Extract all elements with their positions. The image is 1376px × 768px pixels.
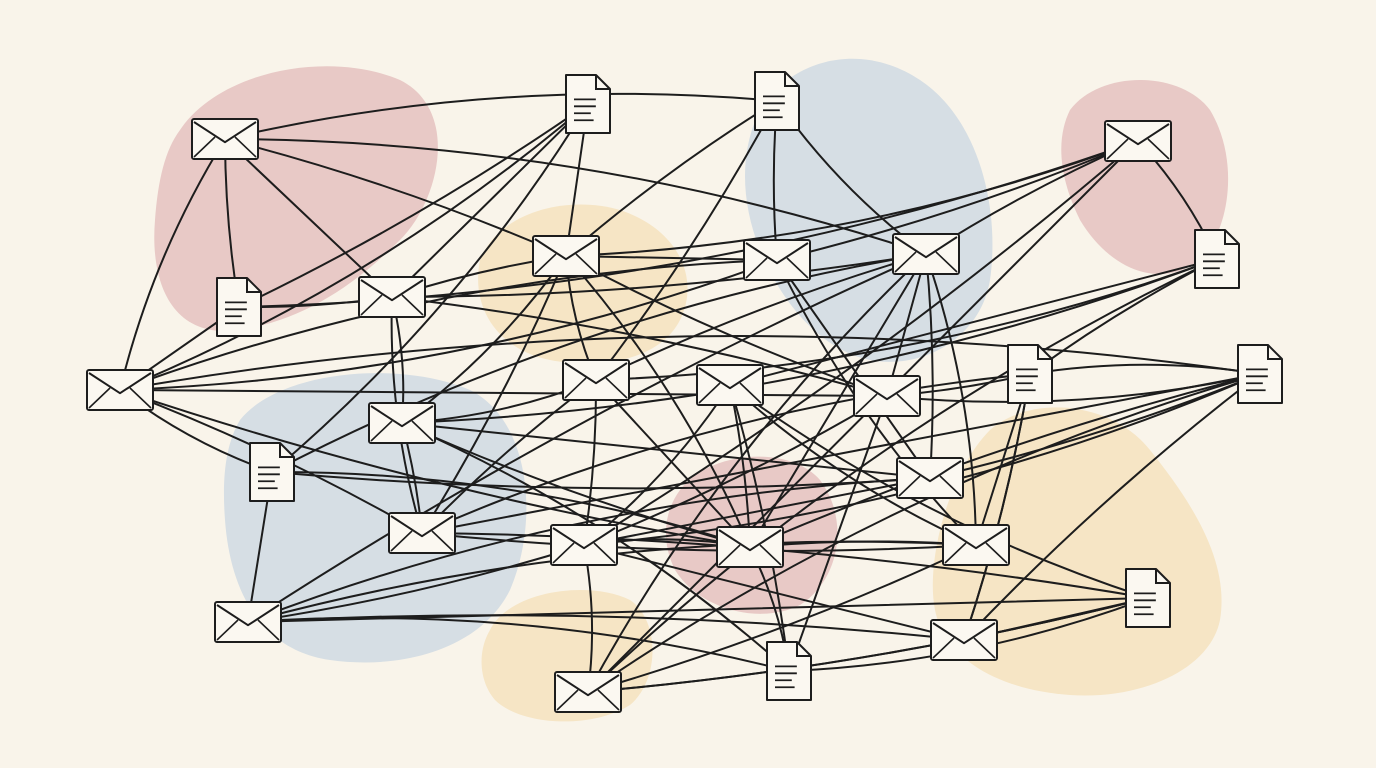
connection-line <box>271 103 589 473</box>
connection-line <box>119 259 778 391</box>
envelope-icon <box>86 369 154 411</box>
blob-red-top-right <box>1061 80 1229 275</box>
envelope-icon <box>743 239 811 281</box>
connection-line <box>247 253 927 623</box>
connection-line <box>421 373 1261 534</box>
connection-line <box>119 138 226 391</box>
envelope-icon <box>388 512 456 554</box>
connection-line <box>421 532 977 552</box>
envelope-icon <box>214 601 282 643</box>
connection-line <box>729 258 1218 386</box>
envelope-icon <box>716 526 784 568</box>
connection-line <box>401 422 751 548</box>
envelope-icon <box>1104 120 1172 162</box>
envelope-icon <box>562 359 630 401</box>
envelope-icon <box>532 235 600 277</box>
document-icon <box>766 641 812 701</box>
envelope-icon <box>930 619 998 661</box>
document-icon <box>249 442 295 502</box>
connection-line <box>583 477 931 546</box>
connection-line <box>401 258 1218 424</box>
connection-line <box>963 373 1261 641</box>
connection-line <box>271 470 751 548</box>
connection-line <box>587 597 1149 693</box>
envelope-icon <box>892 233 960 275</box>
connection-line <box>271 471 931 490</box>
connection-line <box>224 92 778 140</box>
connection-line <box>565 100 778 257</box>
connection-line <box>788 395 888 672</box>
connection-line <box>583 395 888 546</box>
connection-line <box>776 140 1139 261</box>
connection-line <box>119 259 778 391</box>
envelope-icon <box>368 402 436 444</box>
document-icon <box>1237 344 1283 404</box>
envelope-icon <box>191 118 259 160</box>
connection-line <box>925 253 977 546</box>
envelope-icon <box>696 364 764 406</box>
nodes <box>86 71 1283 713</box>
connection-line <box>391 253 927 298</box>
envelope-icon <box>942 524 1010 566</box>
connection-line <box>595 100 778 381</box>
connection-line <box>224 138 927 255</box>
connection-line <box>119 389 888 397</box>
connection-line <box>587 373 1261 693</box>
connection-line <box>583 544 965 641</box>
connection-line <box>929 373 1261 479</box>
connection-line <box>421 373 1031 534</box>
connection-line <box>1029 363 1261 375</box>
document-icon <box>1194 229 1240 289</box>
connection-line <box>583 140 1139 546</box>
connection-line <box>729 384 977 546</box>
envelope-icon <box>896 457 964 499</box>
connection-line <box>391 103 589 298</box>
connection-line <box>247 544 585 623</box>
connection-line <box>247 597 1149 623</box>
connection-line <box>119 103 589 391</box>
connection-line <box>729 384 1149 599</box>
connection-line <box>925 253 934 479</box>
connection-line <box>119 335 1261 391</box>
document-icon <box>565 74 611 134</box>
envelope-icon <box>554 671 622 713</box>
connection-line <box>238 103 589 308</box>
connection-line <box>271 253 927 473</box>
connection-line <box>776 259 931 479</box>
connection-line <box>587 258 1218 693</box>
connection-line <box>749 373 1261 548</box>
document-icon <box>754 71 800 131</box>
connection-line <box>595 258 1218 381</box>
blob-yellow-center <box>478 204 688 364</box>
document-icon <box>1125 568 1171 628</box>
connection-line <box>224 138 567 257</box>
envelope-icon <box>550 524 618 566</box>
connection-line <box>247 477 931 623</box>
connection-line <box>587 544 977 693</box>
document-icon <box>1007 344 1053 404</box>
blob-blue-top-center <box>745 58 993 362</box>
connection-line <box>595 253 927 381</box>
connection-line <box>963 373 1031 641</box>
envelope-icon <box>853 375 921 417</box>
connection-line <box>247 614 965 641</box>
connection-line <box>565 255 888 397</box>
document-icon <box>216 277 262 337</box>
envelope-icon <box>358 276 426 318</box>
connection-line <box>587 253 927 693</box>
